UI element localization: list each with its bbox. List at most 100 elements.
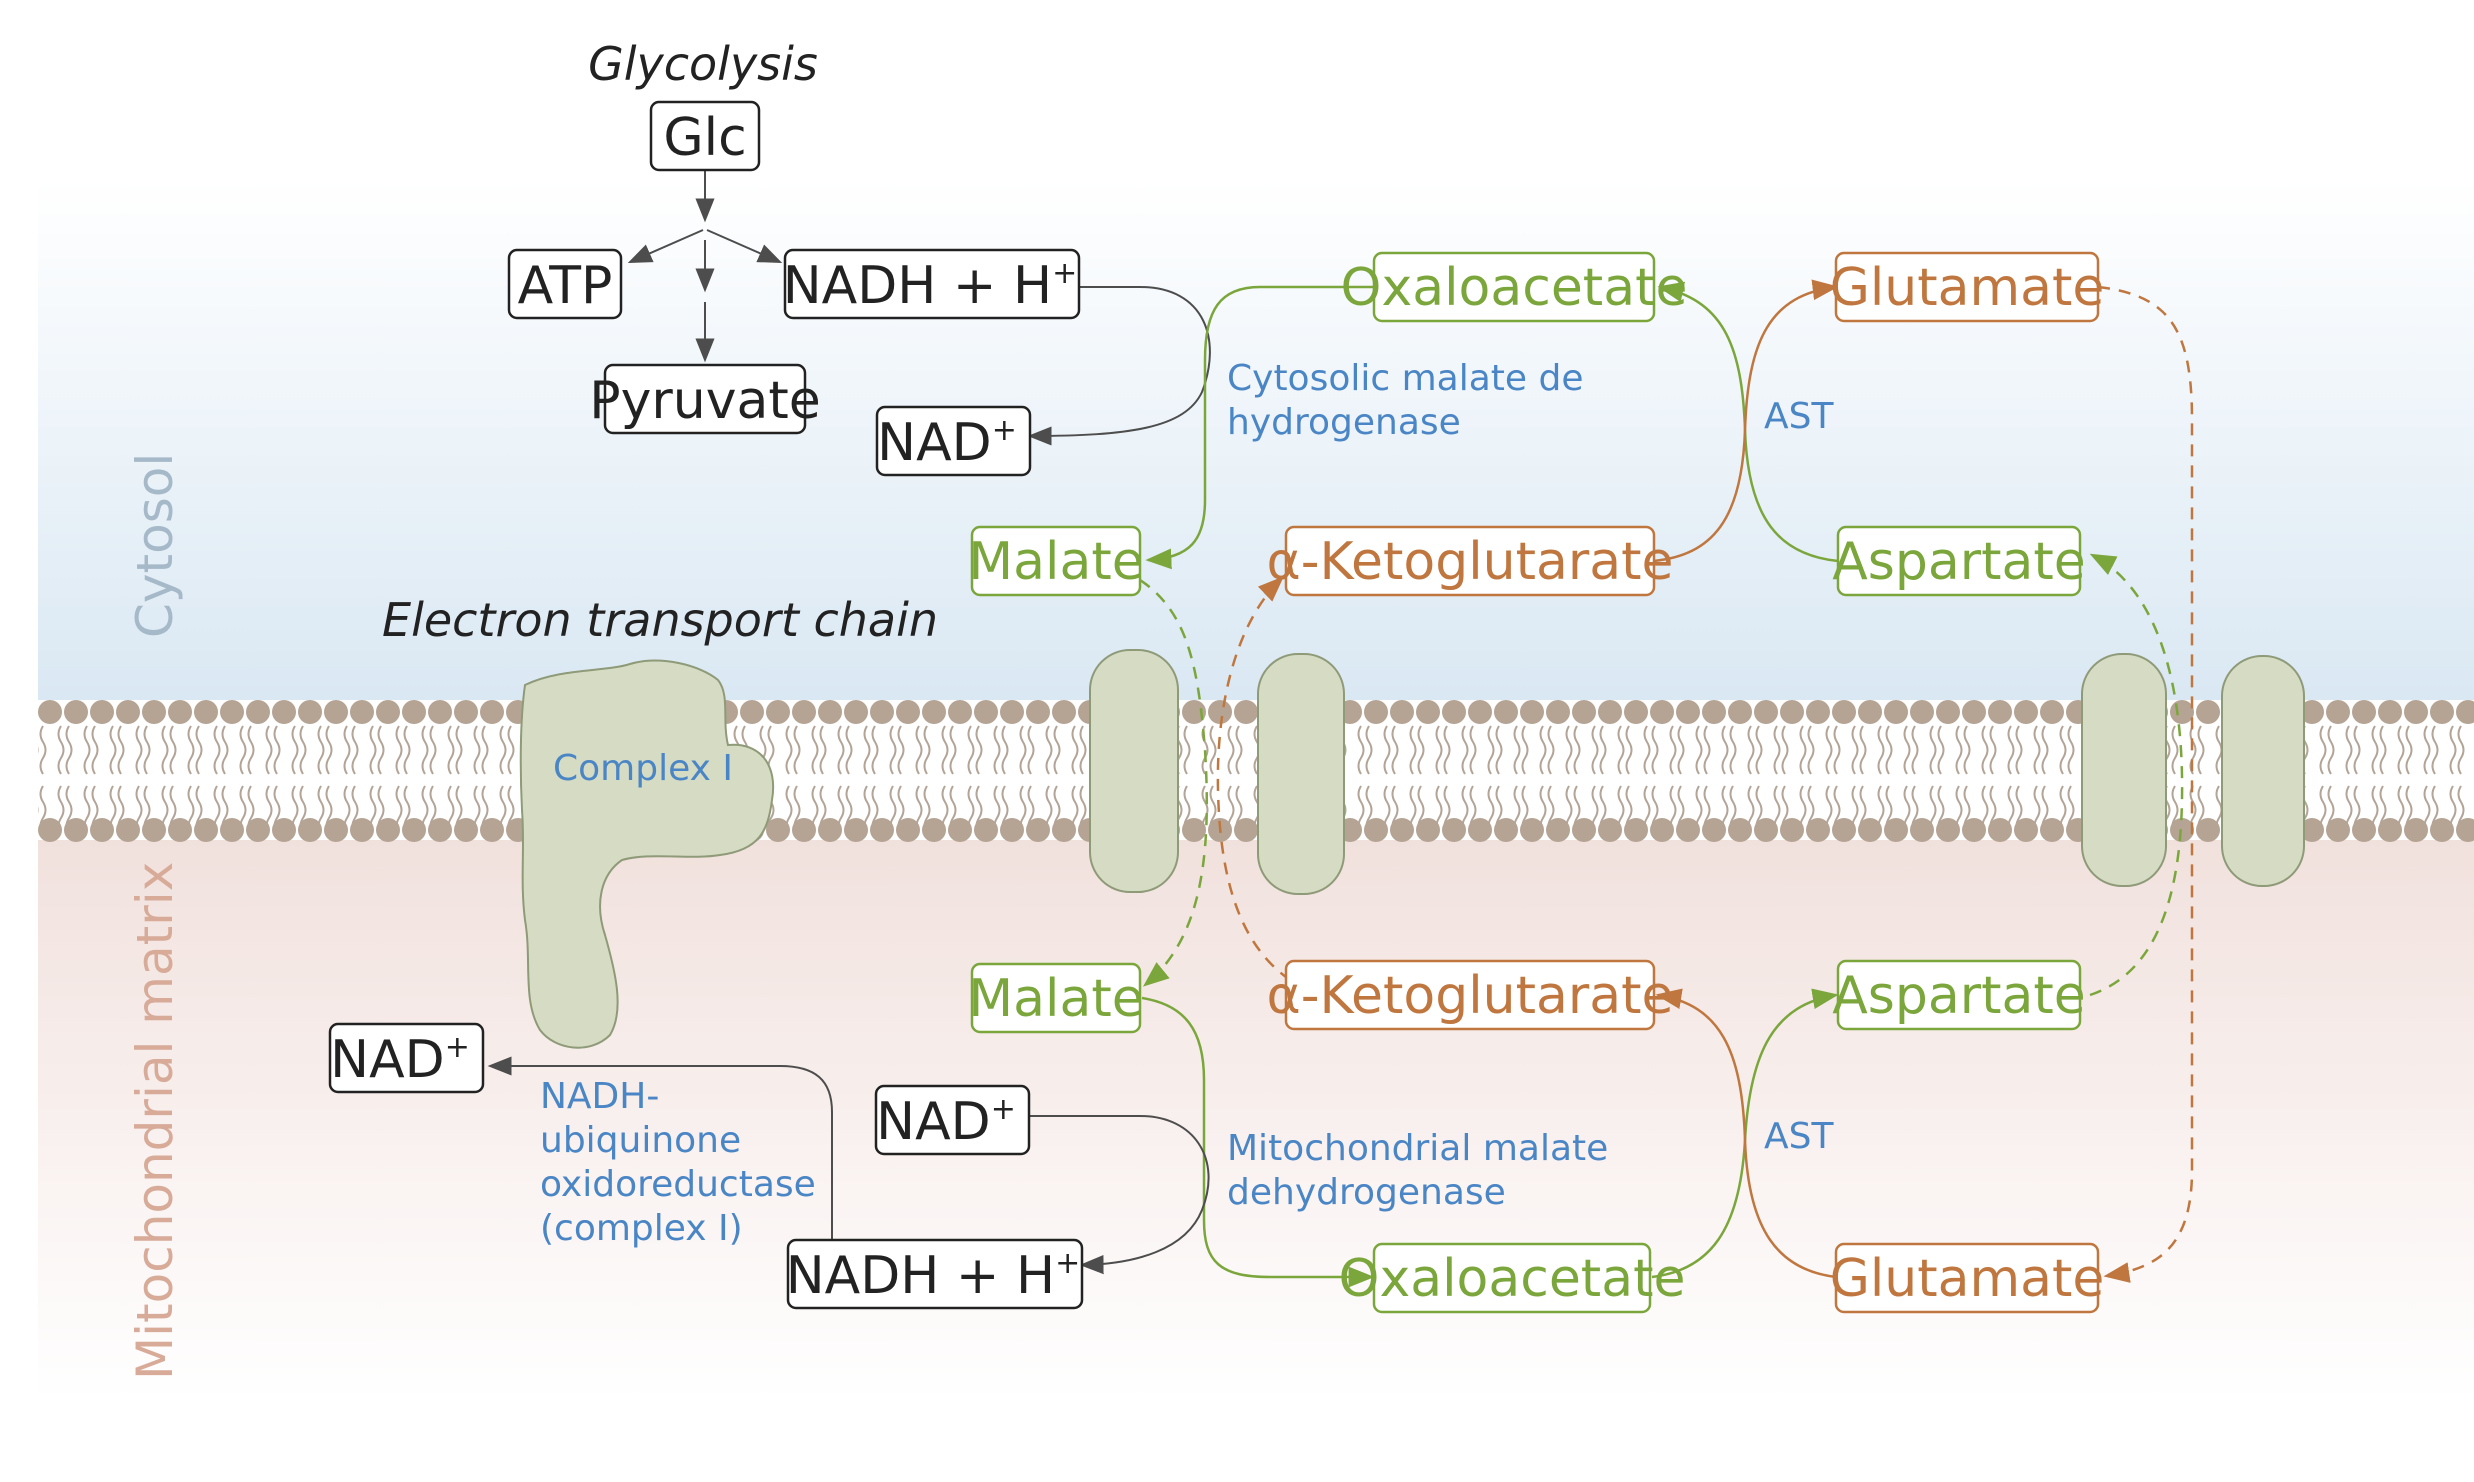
- mito-ast-glu-to-akg: [1655, 988, 1837, 1279]
- phospholipid-head: [220, 700, 244, 724]
- phospholipid-head: [428, 818, 452, 842]
- matrix-background: [38, 840, 2474, 1400]
- phospholipid-head: [2326, 700, 2350, 724]
- node-akg-matrix-text: α-Ketoglutarate: [1266, 966, 1673, 1026]
- phospholipid-head: [1182, 700, 1206, 724]
- phospholipid-head: [1208, 700, 1232, 724]
- phospholipid-head: [1936, 818, 1960, 842]
- phospholipid-head: [2014, 818, 2038, 842]
- phospholipid-head: [168, 818, 192, 842]
- phospholipid-head: [64, 818, 88, 842]
- phospholipid-head: [90, 700, 114, 724]
- phospholipid-head: [324, 818, 348, 842]
- svg-text:NADH + H+: NADH + H+: [783, 256, 1077, 316]
- node-oxaloacetate-matrix-text: Oxaloacetate: [1339, 1249, 1686, 1309]
- phospholipid-head: [1962, 818, 1986, 842]
- mitochondrial-membrane: [38, 700, 2474, 842]
- phospholipid-head: [2378, 700, 2402, 724]
- phospholipid-head: [2430, 700, 2454, 724]
- node-akg-matrix: α-Ketoglutarate: [1266, 959, 1674, 1031]
- phospholipid-head: [168, 700, 192, 724]
- ast-cytosol-label: AST: [1764, 396, 1834, 437]
- node-aspartate-cytosol-text: Aspartate: [1832, 532, 2086, 592]
- etc-heading: Electron transport chain: [382, 593, 938, 647]
- phospholipid-head: [948, 700, 972, 724]
- phospholipid-head: [1026, 700, 1050, 724]
- node-nad-matrix-text: NAD: [876, 1092, 991, 1152]
- node-oxaloacetate-cytosol-text: Oxaloacetate: [1341, 258, 1688, 318]
- phospholipid-head: [1598, 700, 1622, 724]
- glycolysis-heading: Glycolysis: [588, 37, 818, 91]
- phospholipid-head: [922, 818, 946, 842]
- phospholipid-head: [350, 700, 374, 724]
- node-nadh-matrix-plus: +: [1055, 1246, 1080, 1281]
- phospholipid-head: [1962, 700, 1986, 724]
- phospholipid-head: [376, 818, 400, 842]
- phospholipid-head: [792, 818, 816, 842]
- cyto-ast-akg-to-glu: [1653, 279, 1839, 563]
- complex-i-label: Complex I: [553, 748, 733, 789]
- phospholipid-head: [220, 818, 244, 842]
- svg-text:NAD+: NAD+: [330, 1030, 470, 1090]
- phospholipid-head: [1026, 818, 1050, 842]
- nadh-ubiquinone-label-line3: oxidoreductase: [540, 1164, 816, 1205]
- phospholipid-head: [350, 818, 374, 842]
- phospholipid-head: [64, 700, 88, 724]
- node-nadh-matrix: NADH + H+: [786, 1238, 1084, 1310]
- phospholipid-head: [1390, 818, 1414, 842]
- node-pyruvate: Pyruvate: [589, 363, 821, 435]
- phospholipid-head: [1754, 818, 1778, 842]
- node-nad-cytosol: NAD+: [875, 405, 1032, 477]
- phospholipid-head: [2456, 700, 2474, 724]
- phospholipid-head: [1572, 818, 1596, 842]
- phospholipid-head: [1884, 818, 1908, 842]
- phospholipid-head: [2196, 818, 2220, 842]
- glycolysis-arrows: [627, 170, 783, 363]
- phospholipid-head: [1676, 700, 1700, 724]
- svg-text:NADH + H+: NADH + H+: [786, 1246, 1080, 1306]
- phospholipid-head: [1234, 700, 1258, 724]
- cyto-nadh-to-nad-arrow: [1027, 286, 1211, 446]
- phospholipid-head: [1624, 700, 1648, 724]
- mitochondrial-mdh-label-line2: dehydrogenase: [1227, 1172, 1506, 1213]
- phospholipid-head: [766, 700, 790, 724]
- node-nad-cytosol-text: NAD: [877, 413, 992, 473]
- node-glutamate-cytosol-text: Glutamate: [1830, 258, 2105, 318]
- node-glutamate-cytosol: Glutamate: [1830, 251, 2105, 323]
- node-atp-text: ATP: [518, 256, 613, 316]
- node-akg-cytosol: α-Ketoglutarate: [1266, 525, 1674, 597]
- transporter-4: [2221, 655, 2305, 887]
- phospholipid-head: [38, 818, 62, 842]
- nadh-ubiquinone-label-line1: NADH-: [540, 1076, 659, 1117]
- phospholipid-head: [298, 700, 322, 724]
- phospholipid-head: [1390, 700, 1414, 724]
- phospholipid-head: [1910, 700, 1934, 724]
- mitochondrial-mdh-label-line1: Mitochondrial malate: [1227, 1128, 1608, 1169]
- phospholipid-head: [870, 818, 894, 842]
- phospholipid-head: [974, 818, 998, 842]
- svg-text:NAD+: NAD+: [877, 413, 1017, 473]
- phospholipid-head: [246, 818, 270, 842]
- phospholipid-head: [1650, 818, 1674, 842]
- phospholipid-head: [428, 700, 452, 724]
- phospholipid-head: [1494, 818, 1518, 842]
- phospholipid-head: [1936, 700, 1960, 724]
- phospholipid-head: [1676, 818, 1700, 842]
- phospholipid-head: [1182, 818, 1206, 842]
- phospholipid-head: [1988, 700, 2012, 724]
- phospholipid-head: [1546, 818, 1570, 842]
- node-malate-matrix-text: Malate: [968, 969, 1143, 1029]
- phospholipid-head: [194, 818, 218, 842]
- phospholipid-head: [1598, 818, 1622, 842]
- cytosol-label: Cytosol: [126, 453, 184, 638]
- phospholipid-head: [896, 818, 920, 842]
- phospholipid-head: [1364, 818, 1388, 842]
- phospholipid-head: [402, 818, 426, 842]
- phospholipid-head: [324, 700, 348, 724]
- phospholipid-head: [1780, 818, 1804, 842]
- phospholipid-head: [1468, 700, 1492, 724]
- phospholipid-head: [1858, 818, 1882, 842]
- phospholipid-head: [1858, 700, 1882, 724]
- complex-i-protein: [519, 659, 775, 1049]
- phospholipid-head: [2300, 818, 2324, 842]
